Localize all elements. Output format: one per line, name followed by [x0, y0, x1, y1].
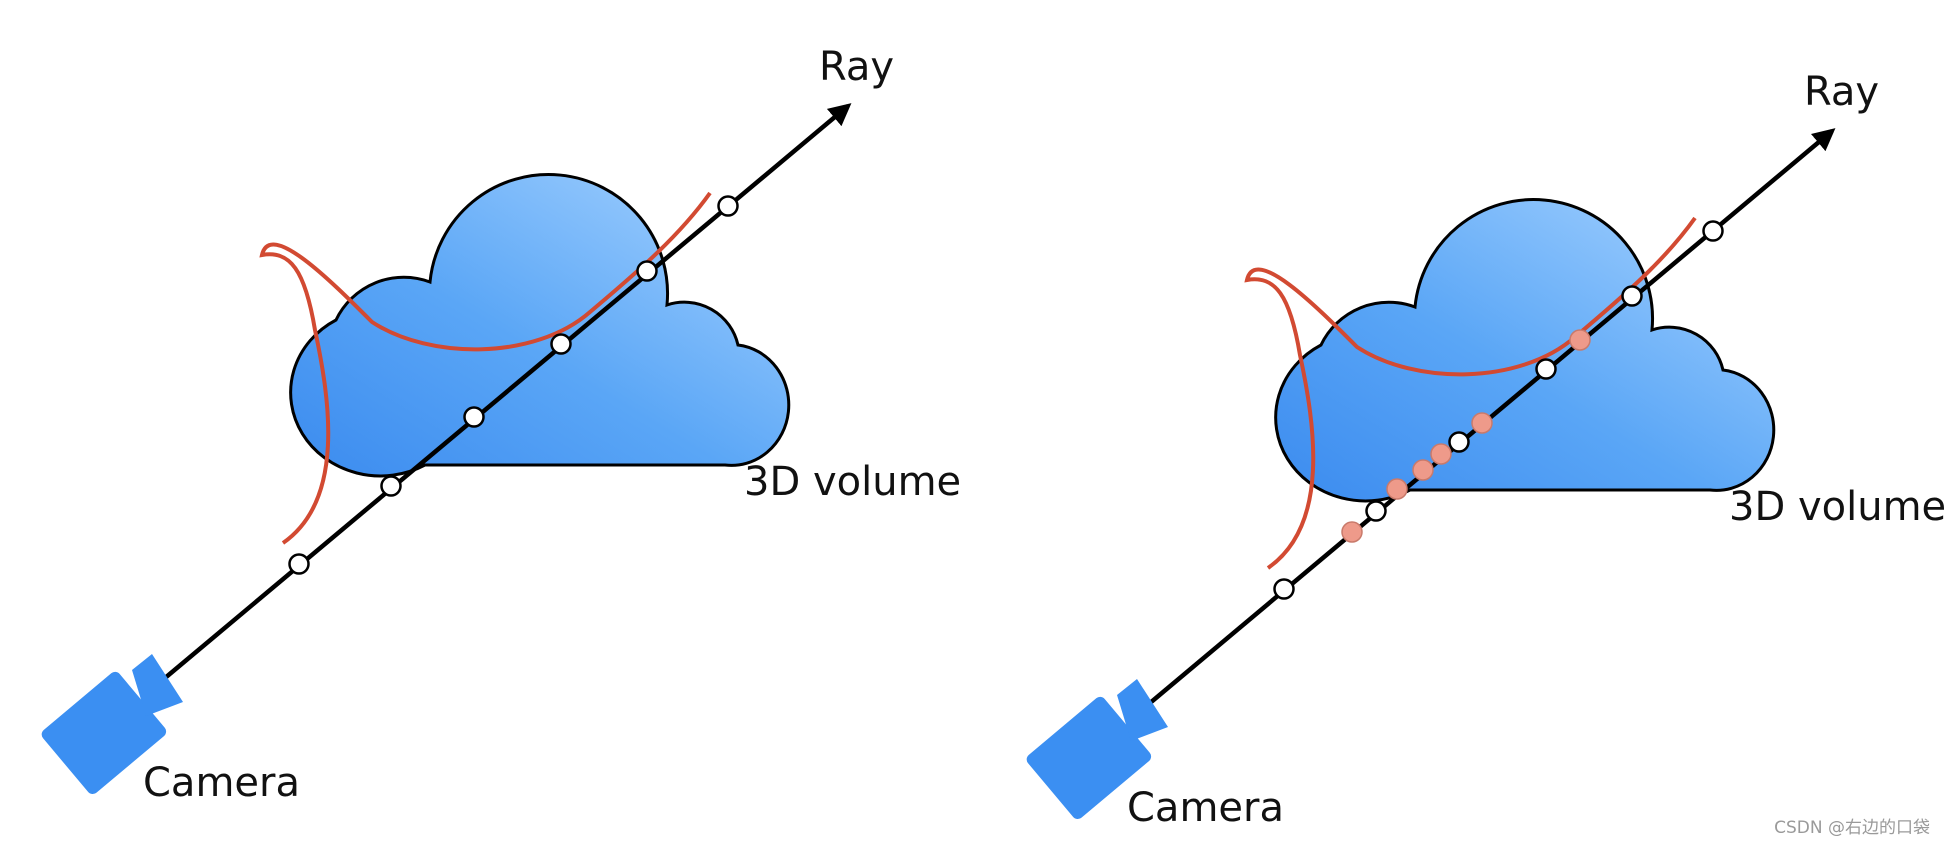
- panel-uniform-sampling: Ray 3D volume Camera: [41, 44, 961, 806]
- cloud-3d-volume: [1274, 197, 1776, 503]
- sample-point: [288, 553, 310, 575]
- volume-label: 3D volume: [744, 459, 961, 505]
- importance-sample-point: [1569, 329, 1591, 351]
- ray-label: Ray: [1804, 69, 1879, 115]
- camera-label: Camera: [1127, 785, 1284, 831]
- camera-icon: [41, 654, 183, 795]
- sample-point: [550, 333, 572, 355]
- sample-points: [288, 195, 739, 575]
- sample-point: [1448, 431, 1470, 453]
- ray-label: Ray: [819, 44, 894, 90]
- sample-points: [1273, 220, 1724, 600]
- sample-point: [717, 195, 739, 217]
- sample-point: [1621, 285, 1643, 307]
- sample-point: [1365, 500, 1387, 522]
- importance-sample-point: [1341, 521, 1363, 543]
- sample-point: [1702, 220, 1724, 242]
- sample-point: [1535, 358, 1557, 380]
- density-curve: [259, 191, 712, 545]
- volume-label: 3D volume: [1729, 484, 1944, 530]
- camera-icon: [1026, 679, 1168, 820]
- panel-importance-sampling: Ray 3D volume Camera: [1026, 69, 1944, 831]
- cloud-3d-volume: [289, 172, 791, 478]
- watermark: CSDN @右边的口袋: [1774, 818, 1930, 838]
- sample-point: [463, 406, 485, 428]
- importance-sample-point: [1430, 443, 1452, 465]
- importance-sample-point: [1412, 459, 1434, 481]
- sample-point: [380, 475, 402, 497]
- importance-samples: [1341, 329, 1591, 543]
- importance-sample-point: [1471, 412, 1493, 434]
- sample-point: [636, 260, 658, 282]
- density-curve: [1244, 216, 1697, 570]
- camera-label: Camera: [143, 760, 300, 806]
- sample-point: [1273, 578, 1295, 600]
- importance-sample-point: [1386, 478, 1408, 500]
